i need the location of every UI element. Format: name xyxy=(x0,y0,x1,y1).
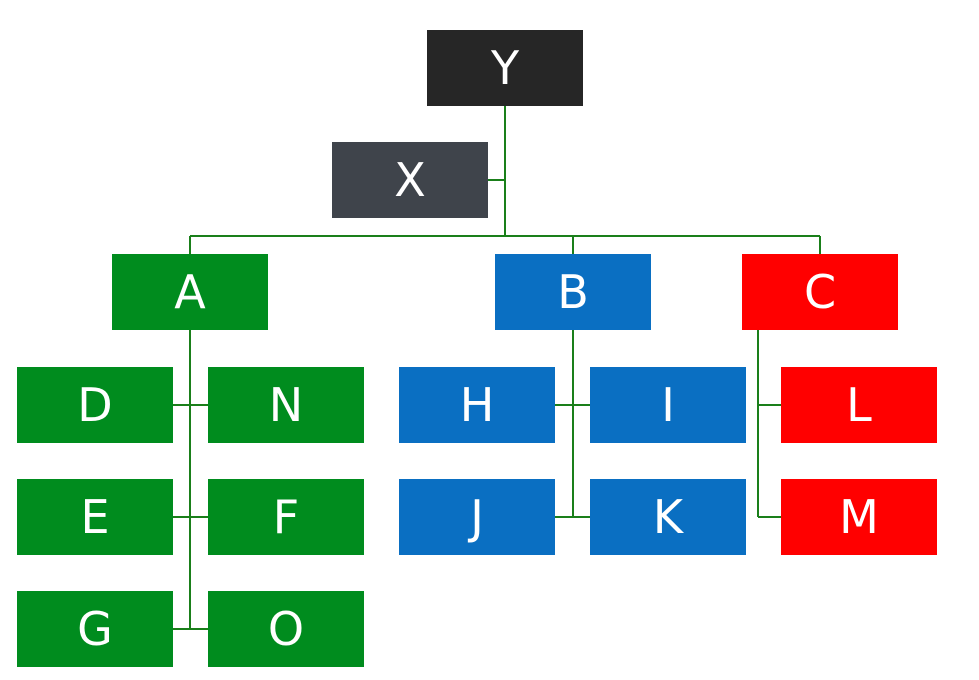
node-a: A xyxy=(112,254,268,330)
node-k: K xyxy=(590,479,746,555)
node-label: N xyxy=(268,378,304,432)
node-label: Y xyxy=(490,41,520,95)
node-label: X xyxy=(394,153,426,207)
node-label: H xyxy=(459,378,495,432)
node-n: N xyxy=(208,367,364,443)
node-g: G xyxy=(17,591,173,667)
node-x: X xyxy=(332,142,488,218)
node-label: B xyxy=(557,265,589,319)
node-label: K xyxy=(652,490,684,544)
node-label: M xyxy=(839,490,879,544)
node-label: J xyxy=(470,490,484,544)
node-label: D xyxy=(77,378,113,432)
node-j: J xyxy=(399,479,555,555)
node-o: O xyxy=(208,591,364,667)
node-c: C xyxy=(742,254,898,330)
node-label: F xyxy=(272,490,300,544)
node-label: L xyxy=(846,378,872,432)
node-label: E xyxy=(80,490,110,544)
node-label: C xyxy=(803,265,837,319)
node-label: O xyxy=(267,602,305,656)
node-label: A xyxy=(174,265,206,319)
node-m: M xyxy=(781,479,937,555)
node-label: G xyxy=(77,602,113,656)
node-label: I xyxy=(661,378,675,432)
node-i: I xyxy=(590,367,746,443)
node-b: B xyxy=(495,254,651,330)
node-f: F xyxy=(208,479,364,555)
node-y: Y xyxy=(427,30,583,106)
node-h: H xyxy=(399,367,555,443)
node-e: E xyxy=(17,479,173,555)
node-d: D xyxy=(17,367,173,443)
node-l: L xyxy=(781,367,937,443)
